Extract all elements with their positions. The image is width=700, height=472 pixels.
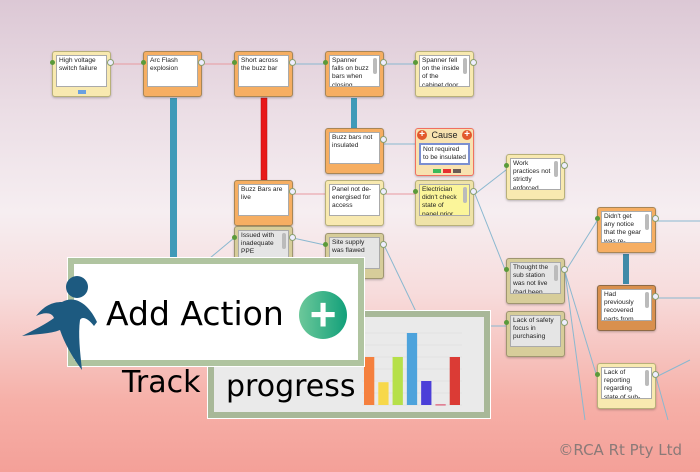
input-port[interactable] [232,60,237,65]
node-text[interactable]: High voltage switch failure [56,55,107,87]
node-text[interactable]: Electrician didn't check state of panel … [419,184,470,216]
cause-text-input[interactable]: Not required to be insulated [419,143,470,165]
cause-title: Cause [431,130,458,140]
add-right-plus-icon[interactable]: + [462,130,472,140]
output-port[interactable] [652,293,659,300]
node-lack-of-reporting[interactable]: Lack of reporting regarding state of sub… [595,363,659,409]
node-text[interactable]: Didn't get any notice that the gear was … [601,211,652,243]
input-port[interactable] [504,267,509,272]
node-text[interactable]: Short across the buzz bar [238,55,289,87]
node-work-practices[interactable]: Work practices not strictly enforced [504,154,568,200]
node-didnt-get-notice[interactable]: Didn't get any notice that the gear was … [595,207,659,253]
node-text[interactable]: Lack of reporting regarding state of sub… [601,367,652,399]
bar-2 [378,382,389,405]
copyright-text: ©RCA Rt Pty Ltd [558,441,682,459]
output-port[interactable] [380,136,387,143]
input-port[interactable] [323,60,328,65]
green-swatch[interactable] [433,169,441,173]
node-text[interactable]: Arc Flash explosion [147,55,198,87]
bar-5 [421,381,432,405]
node-high-voltage-switch-failure[interactable]: High voltage switch failure [50,51,114,97]
output-port[interactable] [470,59,477,66]
output-port[interactable] [652,215,659,222]
node-text[interactable]: Spanner fell on the inside of the cabine… [419,55,470,87]
output-port[interactable] [380,59,387,66]
bar-4 [406,333,418,405]
node-text[interactable]: Panel not de-energised for access [329,184,380,216]
status-swatch [78,90,86,94]
input-port[interactable] [504,163,509,168]
node-electrician-didnt-check[interactable]: Electrician didn't check state of panel … [413,180,477,226]
input-port[interactable] [323,242,328,247]
output-port[interactable] [561,319,568,326]
node-panel-not-de-energised[interactable]: Panel not de-energised for access [325,180,387,226]
red-swatch[interactable] [443,169,451,173]
bar-7 [449,357,460,405]
input-port[interactable] [413,189,418,194]
input-port[interactable] [50,60,55,65]
output-port[interactable] [198,59,205,66]
add-action-label: Add Action [106,294,284,333]
bar-6 [435,404,446,406]
input-port[interactable] [141,60,146,65]
progress-bar-chart [362,332,462,406]
output-port[interactable] [289,59,296,66]
output-port[interactable] [561,266,568,273]
bar-1 [364,357,375,405]
input-port[interactable] [595,216,600,221]
node-text[interactable]: Had previously recovered parts from [601,289,652,321]
node-short-across-buzz-bar[interactable]: Short across the buzz bar [232,51,296,97]
node-spanner-fell-inside[interactable]: Spanner fell on the inside of the cabine… [413,51,477,97]
node-text[interactable]: Buzz bars not insulated [329,132,380,164]
output-port[interactable] [470,188,477,195]
node-had-previously-recovered[interactable]: Had previously recovered parts from [597,285,659,331]
node-text[interactable]: Spanner falls on buzz bars when closing … [329,55,380,87]
node-buzz-bars-not-insulated[interactable]: Buzz bars not insulated [325,128,387,174]
node-text[interactable]: Buzz Bars are live [238,184,289,216]
output-port[interactable] [561,162,568,169]
node-text[interactable]: Issued with inadequate PPE [238,230,289,262]
node-thought-sub-station-not-live[interactable]: Thought the sub station was not live (ha… [504,258,568,304]
running-figure-logo-icon [22,276,97,370]
brown-swatch[interactable] [453,169,461,173]
node-lack-of-safety-focus[interactable]: Lack of safety focus in purchasing [504,311,568,357]
output-port[interactable] [289,188,296,195]
progress-label: progress [226,369,356,404]
node-text[interactable]: Lack of safety focus in purchasing [510,315,561,347]
add-plus-icon[interactable]: + [299,291,347,339]
node-text[interactable]: Thought the sub station was not live (ha… [510,262,561,294]
input-port[interactable] [595,372,600,377]
input-port[interactable] [504,320,509,325]
node-spanner-falls[interactable]: Spanner falls on buzz bars when closing … [323,51,387,97]
input-port[interactable] [232,235,237,240]
output-port[interactable] [107,59,114,66]
add-action-button[interactable]: Add Action + [68,258,364,366]
cause-node-editing[interactable]: + Cause + Not required to be insulated [415,128,474,176]
add-left-plus-icon[interactable]: + [417,130,427,140]
track-label: Track [122,365,201,400]
node-buzz-bars-are-live[interactable]: Buzz Bars are live [234,180,296,226]
bar-3 [392,357,403,405]
output-port[interactable] [652,371,659,378]
node-text[interactable]: Work practices not strictly enforced [510,158,561,190]
input-port[interactable] [413,60,418,65]
output-port[interactable] [380,188,387,195]
node-arc-flash-explosion[interactable]: Arc Flash explosion [141,51,205,97]
output-port[interactable] [289,234,296,241]
output-port[interactable] [380,241,387,248]
